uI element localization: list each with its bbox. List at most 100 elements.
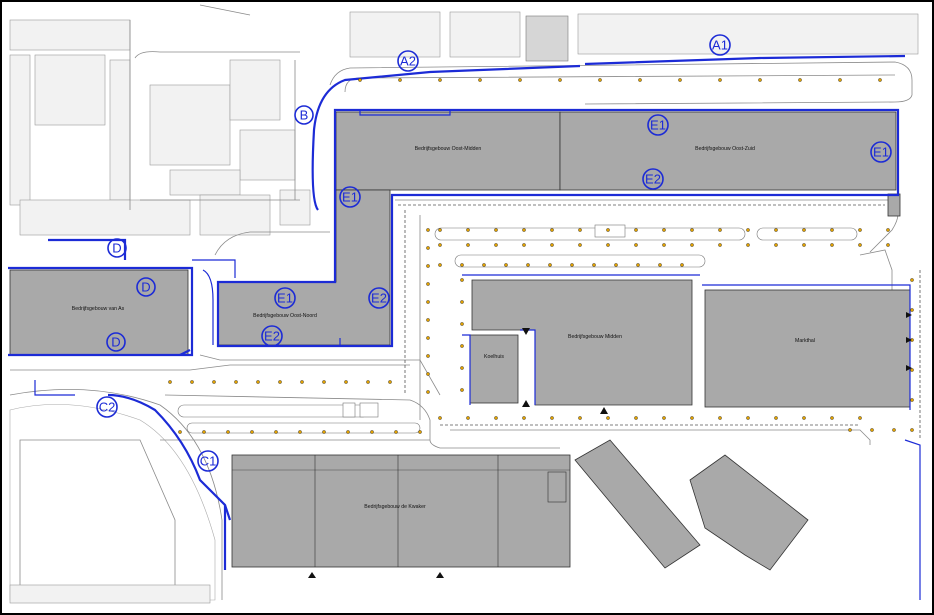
- marker-dot: [638, 78, 642, 82]
- marker-dot: [830, 416, 834, 420]
- marker-dot: [746, 243, 750, 247]
- marker-dot: [718, 78, 722, 82]
- marker-dot: [570, 263, 574, 267]
- marker-dot: [550, 416, 554, 420]
- zone-e1-marker-oost-midden[interactable]: E1: [647, 114, 669, 136]
- zone-c2-marker[interactable]: C2: [96, 396, 118, 418]
- marker-dot: [366, 380, 370, 384]
- marker-dot: [494, 243, 498, 247]
- marker-dot: [634, 228, 638, 232]
- svg-text:Markthal: Markthal: [795, 338, 815, 344]
- park-area: [9, 388, 223, 604]
- svg-text:Bedrijfsgebouw Oost-Noord: Bedrijfsgebouw Oost-Noord: [253, 313, 317, 319]
- marker-dot: [494, 416, 498, 420]
- marker-dot: [870, 428, 874, 432]
- marker-dot: [662, 228, 666, 232]
- marker-dot: [466, 228, 470, 232]
- marker-dot: [250, 430, 254, 434]
- zone-d-marker-middle[interactable]: D: [136, 277, 156, 297]
- marker-dot: [802, 416, 806, 420]
- zone-c1-marker[interactable]: C1: [197, 450, 219, 472]
- zone-e2-marker-oost-noord[interactable]: E2: [261, 325, 283, 347]
- svg-text:D: D: [111, 335, 120, 350]
- marker-dot: [460, 263, 464, 267]
- svg-text:E1: E1: [873, 145, 889, 160]
- marker-dot: [518, 78, 522, 82]
- marker-dot: [256, 380, 260, 384]
- marker-dots: [168, 78, 914, 434]
- marker-dot: [460, 388, 464, 392]
- building-koelhuis: Koelhuis: [469, 334, 519, 404]
- marker-dot: [558, 78, 562, 82]
- marker-dot: [718, 228, 722, 232]
- svg-text:E1: E1: [650, 118, 666, 133]
- marker-dot: [662, 243, 666, 247]
- marker-dot: [802, 228, 806, 232]
- marker-dot: [848, 428, 852, 432]
- marker-dot: [690, 416, 694, 420]
- marker-dot: [234, 380, 238, 384]
- marker-dot: [426, 354, 430, 358]
- marker-dot: [460, 366, 464, 370]
- marker-dot: [522, 416, 526, 420]
- zone-e1-marker-oost-noord-west[interactable]: E1: [339, 186, 361, 208]
- marker-dot: [774, 416, 778, 420]
- marker-dot: [774, 228, 778, 232]
- marker-dot: [636, 263, 640, 267]
- marker-dot: [634, 416, 638, 420]
- svg-text:D: D: [141, 280, 150, 295]
- marker-dot: [578, 243, 582, 247]
- marker-dot: [438, 228, 442, 232]
- marker-dot: [830, 228, 834, 232]
- zone-a1-marker[interactable]: A1: [709, 34, 731, 56]
- marker-dot: [344, 380, 348, 384]
- zone-e2-marker-oost-noord-east[interactable]: E2: [368, 287, 390, 309]
- zone-a2-marker[interactable]: A2: [397, 50, 419, 72]
- zone-b-marker[interactable]: B: [294, 105, 314, 125]
- zone-e2-marker-oost-zuid[interactable]: E2: [642, 168, 664, 190]
- marker-dot: [478, 78, 482, 82]
- marker-dot: [426, 246, 430, 250]
- svg-text:A1: A1: [712, 38, 728, 53]
- svg-text:Bedrijfsgebouw van As: Bedrijfsgebouw van As: [72, 306, 125, 312]
- marker-dot: [680, 263, 684, 267]
- marker-dot: [298, 430, 302, 434]
- marker-dot: [758, 78, 762, 82]
- marker-dot: [460, 278, 464, 282]
- context-neighbourhood: [9, 4, 919, 236]
- marker-dot: [346, 430, 350, 434]
- svg-text:Bedrijfsgebouw Oost-Zuid: Bedrijfsgebouw Oost-Zuid: [695, 146, 755, 152]
- svg-text:Bedrijfsgebouw Oost-Midden: Bedrijfsgebouw Oost-Midden: [415, 146, 482, 152]
- marker-dot: [190, 380, 194, 384]
- marker-dot: [838, 78, 842, 82]
- marker-dot: [168, 380, 172, 384]
- marker-dot: [394, 430, 398, 434]
- marker-dot: [418, 430, 422, 434]
- marker-dot: [592, 263, 596, 267]
- zone-d-marker-bottom[interactable]: D: [106, 332, 126, 352]
- zone-d-marker-top[interactable]: D: [107, 238, 127, 258]
- marker-dot: [578, 228, 582, 232]
- svg-text:E1: E1: [277, 291, 293, 306]
- marker-dot: [690, 228, 694, 232]
- marker-dot: [504, 263, 508, 267]
- zone-e1-marker-oost-noord[interactable]: E1: [274, 287, 296, 309]
- marker-dot: [798, 78, 802, 82]
- marker-dot: [858, 416, 862, 420]
- marker-dot: [598, 78, 602, 82]
- marker-dot: [878, 78, 882, 82]
- marker-dot: [426, 336, 430, 340]
- marker-dot: [910, 308, 914, 312]
- building-oost-zuid: Bedrijfsgebouw Oost-Zuid: [559, 111, 897, 191]
- marker-dot: [578, 416, 582, 420]
- marker-dot: [802, 243, 806, 247]
- marker-dot: [466, 416, 470, 420]
- svg-text:E2: E2: [371, 291, 387, 306]
- marker-dot: [426, 282, 430, 286]
- marker-dot: [438, 416, 442, 420]
- zone-e1-marker-oost-zuid[interactable]: E1: [870, 141, 892, 163]
- marker-dot: [550, 243, 554, 247]
- residential-block-2: [689, 454, 809, 571]
- svg-text:D: D: [112, 241, 121, 256]
- marker-dot: [774, 243, 778, 247]
